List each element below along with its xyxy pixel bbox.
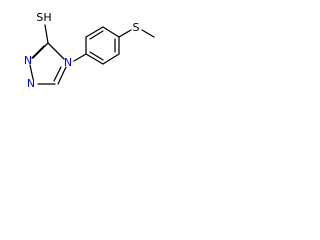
bond-c2p-c3p-double [89,30,104,40]
bond-c4p-s [118,29,132,38]
atom-label-n2: N [24,54,32,67]
triazole-ring-bonds [29,24,67,85]
atom-labels: SH N N N S [24,11,140,90]
bond-c3-sh [44,24,49,44]
bond-c6p-c1p [85,53,104,65]
bond-c5-n4-double [53,66,62,82]
thioether-bonds [118,29,155,38]
atom-label-sh: SH [36,11,51,24]
atom-label-n1: N [27,77,35,90]
bond-c5p-c6p [102,53,120,65]
bond-c5-n4 [57,66,67,85]
bond-c3-n2 [32,42,49,59]
bond-n2-n1 [29,64,34,80]
bond-c6p-c1p-double [89,51,104,61]
bond-s-methyl [141,29,155,38]
bond-n4-c1p [73,53,87,62]
phenyl-ring-bonds [73,26,120,65]
bond-c2p-c3p [85,26,104,38]
atom-label-n4: N [64,56,72,69]
bond-c3-n4 [47,42,65,60]
bond-c3p-c4p [102,26,120,38]
chemical-structure: SH N N N S [24,11,155,90]
bond-c3-n2-double [31,45,45,59]
atom-label-s-methyl: S [133,21,140,34]
